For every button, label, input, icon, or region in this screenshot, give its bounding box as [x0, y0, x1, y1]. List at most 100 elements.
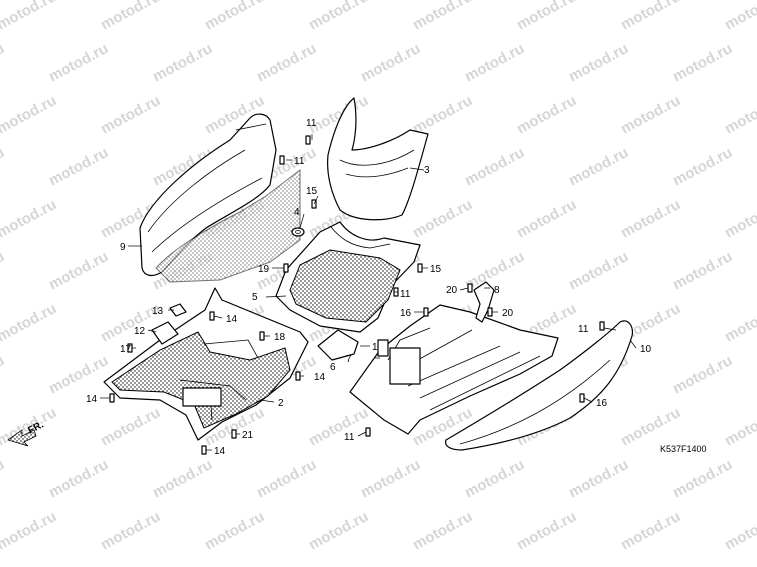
callout-5: 5: [252, 292, 258, 303]
diagram-code: K537F1400: [660, 444, 707, 454]
part-9-side-cover: [139, 113, 301, 283]
callout-8: 8: [494, 285, 500, 296]
part-1-under-cover: [349, 304, 559, 435]
watermark-text: motod.ru: [150, 40, 215, 86]
callout-19: 19: [258, 264, 270, 275]
part-6-cap: [317, 329, 359, 361]
watermark-text: motod.ru: [0, 92, 59, 138]
callout-11: 11: [306, 118, 317, 129]
watermark-text: motod.ru: [202, 508, 267, 554]
watermark-text: motod.ru: [0, 300, 59, 346]
watermark-text: motod.ru: [0, 352, 7, 398]
watermark-text: motod.ru: [410, 508, 475, 554]
watermark-text: motod.ru: [618, 508, 683, 554]
watermark-text: motod.ru: [202, 0, 267, 34]
watermark-text: motod.ru: [514, 92, 579, 138]
watermark-text: motod.ru: [306, 0, 371, 34]
callout-21: 21: [242, 430, 254, 441]
watermark-text: motod.ru: [410, 0, 475, 34]
watermark-text: motod.ru: [670, 456, 735, 502]
watermark-text: motod.ru: [566, 456, 631, 502]
part-2-floor-panel: [103, 287, 309, 441]
watermark-text: motod.ru: [306, 404, 371, 450]
watermark-text: motod.ru: [670, 248, 735, 294]
callout-9: 9: [120, 242, 126, 253]
watermark-text: motod.ru: [722, 0, 757, 34]
watermark-text: motod.ru: [566, 144, 631, 190]
callout-18: 18: [274, 332, 286, 343]
part-5-center-cover: [275, 221, 421, 333]
callout-13: 13: [152, 306, 164, 317]
watermark-text: motod.ru: [670, 144, 735, 190]
watermark-text: motod.ru: [254, 40, 319, 86]
callout-1: 1: [372, 342, 378, 353]
part-12-cover-piece: [151, 321, 179, 345]
watermark-text: motod.ru: [514, 508, 579, 554]
callout-11: 11: [294, 156, 305, 167]
callout-labels: 11 11 3 15 4 9 19 15 5 11 20 8 20 16 13 …: [86, 118, 652, 457]
watermark-text: motod.ru: [98, 508, 163, 554]
watermark-text: motod.ru: [358, 40, 423, 86]
part-8-bracket: [473, 281, 495, 323]
watermark-text: motod.ru: [618, 196, 683, 242]
callout-3: 3: [424, 165, 430, 176]
callout-10: 10: [640, 344, 652, 355]
callout-20: 20: [502, 308, 514, 319]
watermark-text: motod.ru: [722, 92, 757, 138]
callout-7: 7: [346, 354, 352, 365]
callout-14: 14: [314, 372, 326, 383]
watermark-text: motod.ru: [722, 508, 757, 554]
callout-4: 4: [294, 207, 300, 218]
watermark-text: motod.ru: [98, 92, 163, 138]
callout-16: 16: [596, 398, 608, 409]
part-10-side-skirt: [445, 320, 633, 451]
callout-15: 15: [430, 264, 442, 275]
callout-12: 12: [134, 326, 146, 337]
watermark-text: motod.ru: [0, 0, 59, 34]
watermark-text: motod.ru: [0, 508, 59, 554]
watermark-text: motod.ru: [670, 40, 735, 86]
watermark-text: motod.ru: [618, 404, 683, 450]
watermark-text: motod.ru: [462, 144, 527, 190]
callout-17: 17: [120, 344, 132, 355]
watermark-text: motod.ru: [410, 92, 475, 138]
watermark-text: motod.ru: [462, 40, 527, 86]
watermark-text: motod.ru: [46, 456, 111, 502]
watermark-text: motod.ru: [722, 404, 757, 450]
part-4-grommet: [291, 227, 305, 237]
watermark-text: motod.ru: [722, 300, 757, 346]
watermark-text: motod.ru: [0, 456, 7, 502]
watermark-text: motod.ru: [0, 40, 7, 86]
watermark-text: motod.ru: [0, 144, 7, 190]
watermark-text: motod.ru: [0, 196, 59, 242]
watermark-text: motod.ru: [462, 456, 527, 502]
watermark-text: motod.ru: [618, 0, 683, 34]
callout-15: 15: [306, 186, 318, 197]
callout-11: 11: [400, 289, 411, 300]
part-13-clip-piece: [169, 303, 187, 317]
callout-14: 14: [86, 394, 98, 405]
leader-lines: [100, 134, 637, 451]
watermark-text: motod.ru: [722, 196, 757, 242]
watermark-text: motod.ru: [46, 352, 111, 398]
callout-11: 11: [578, 324, 589, 335]
watermark-text: motod.ru: [150, 456, 215, 502]
watermark-text: motod.ru: [46, 40, 111, 86]
callout-14: 14: [226, 314, 238, 325]
watermark-text: motod.ru: [46, 248, 111, 294]
callout-6: 6: [330, 362, 336, 373]
watermark-text: motod.ru: [254, 456, 319, 502]
watermark-text: motod.ru: [410, 196, 475, 242]
watermark-text: motod.ru: [46, 144, 111, 190]
callout-20: 20: [446, 285, 458, 296]
watermark-text: motod.ru: [98, 0, 163, 34]
watermark-text: motod.ru: [358, 456, 423, 502]
watermark-text: motod.ru: [0, 248, 7, 294]
watermark-text: motod.ru: [306, 508, 371, 554]
watermark-text: motod.ru: [514, 196, 579, 242]
callout-16: 16: [400, 308, 412, 319]
watermark-text: motod.ru: [566, 40, 631, 86]
watermark-text: motod.ru: [618, 92, 683, 138]
